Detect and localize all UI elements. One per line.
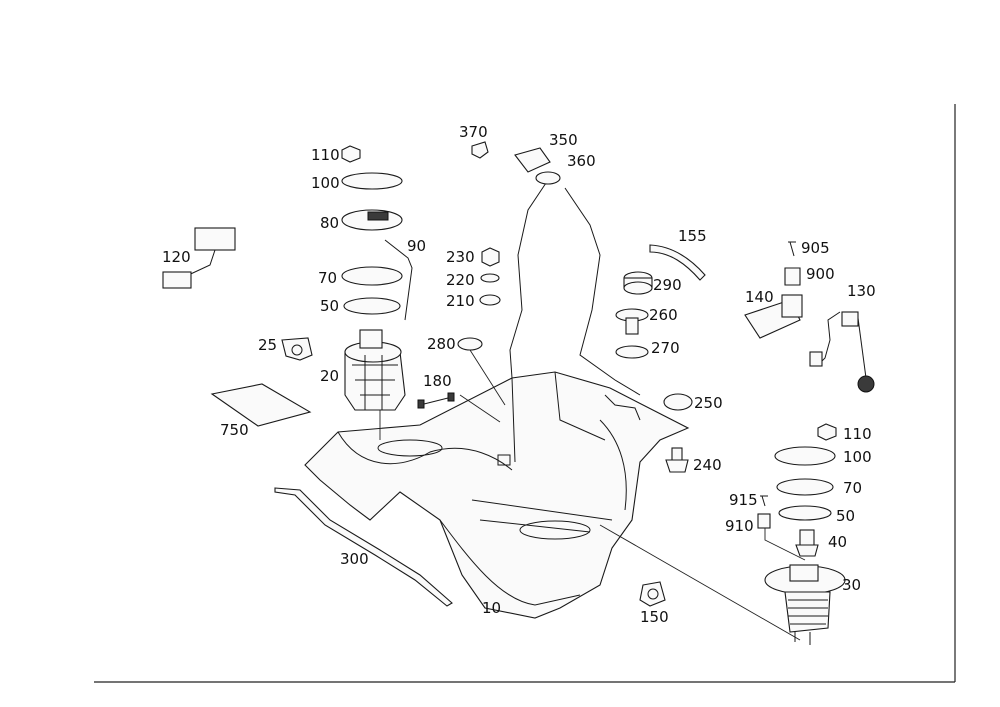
label-140: 140 bbox=[745, 288, 774, 306]
label-260: 260 bbox=[649, 306, 678, 324]
leader-line-280 bbox=[469, 349, 506, 406]
label-270: 270 bbox=[651, 339, 680, 357]
level-sender-right bbox=[809, 311, 875, 393]
label-70-right: 70 bbox=[843, 479, 862, 497]
seal-ring-50-left bbox=[343, 297, 401, 315]
label-90: 90 bbox=[407, 237, 426, 255]
label-905: 905 bbox=[801, 239, 830, 257]
label-915: 915 bbox=[729, 491, 758, 509]
cap-tether-370 bbox=[471, 141, 489, 159]
filler-cap-350 bbox=[514, 147, 551, 173]
roll-over-valve bbox=[665, 447, 689, 473]
level-sender-left bbox=[162, 227, 236, 289]
nut-110-right bbox=[817, 423, 837, 441]
label-30: 30 bbox=[842, 576, 861, 594]
pressure-valve-260 bbox=[615, 308, 649, 335]
drain-plug bbox=[639, 581, 666, 607]
leader-line-180 bbox=[459, 394, 501, 423]
label-50-right: 50 bbox=[836, 507, 855, 525]
label-180: 180 bbox=[423, 372, 452, 390]
ring-270 bbox=[615, 345, 649, 359]
label-300: 300 bbox=[340, 550, 369, 568]
tank-strap bbox=[274, 487, 453, 607]
seal-ring-50-right bbox=[778, 505, 832, 521]
clip bbox=[281, 337, 313, 361]
label-750: 750 bbox=[220, 421, 249, 439]
label-100-left: 100 bbox=[311, 174, 340, 192]
filler-neck-pipe bbox=[509, 179, 549, 379]
label-100-right: 100 bbox=[843, 448, 872, 466]
label-130: 130 bbox=[847, 282, 876, 300]
clip-915 bbox=[760, 495, 768, 507]
grommet-280 bbox=[457, 337, 483, 351]
label-20: 20 bbox=[320, 367, 339, 385]
label-240: 240 bbox=[693, 456, 722, 474]
check-valve bbox=[795, 529, 819, 557]
label-110-left: 110 bbox=[311, 146, 340, 164]
label-70-left: 70 bbox=[318, 269, 337, 287]
washer-220 bbox=[480, 273, 500, 283]
leader-line-sender bbox=[599, 524, 801, 641]
seal-ring-70-left bbox=[341, 266, 403, 286]
fuel-line-connector bbox=[744, 267, 803, 339]
label-25: 25 bbox=[258, 336, 277, 354]
label-360: 360 bbox=[567, 152, 596, 170]
label-120: 120 bbox=[162, 248, 191, 266]
label-250: 250 bbox=[694, 394, 723, 412]
label-80: 80 bbox=[320, 214, 339, 232]
label-50-left: 50 bbox=[320, 297, 339, 315]
bolt-905 bbox=[788, 241, 796, 257]
clip-910 bbox=[757, 513, 771, 529]
nut-230 bbox=[481, 247, 500, 267]
vent-hose bbox=[649, 244, 706, 281]
sending-unit bbox=[764, 564, 846, 645]
label-230: 230 bbox=[446, 248, 475, 266]
seal-ring-100-right bbox=[774, 446, 836, 466]
leader-line-910 bbox=[764, 528, 806, 561]
seal-360 bbox=[535, 171, 561, 185]
label-910: 910 bbox=[725, 517, 754, 535]
label-40: 40 bbox=[828, 533, 847, 551]
filler-neck-pipe-outer bbox=[564, 187, 641, 396]
rod bbox=[384, 239, 413, 321]
label-10: 10 bbox=[482, 599, 501, 617]
label-220: 220 bbox=[446, 271, 475, 289]
lock-ring-80-tab bbox=[367, 211, 389, 221]
label-110-right: 110 bbox=[843, 425, 872, 443]
label-210: 210 bbox=[446, 292, 475, 310]
label-290: 290 bbox=[653, 276, 682, 294]
seal-ring-70-right bbox=[776, 478, 834, 496]
cap-290 bbox=[623, 271, 653, 295]
label-150: 150 bbox=[640, 608, 669, 626]
nut-110-left bbox=[341, 145, 361, 163]
fuel-tank-body bbox=[304, 371, 690, 619]
filter-pad bbox=[210, 383, 312, 427]
label-350: 350 bbox=[549, 131, 578, 149]
fuel-pump bbox=[344, 329, 406, 411]
grommet-250 bbox=[663, 393, 693, 411]
washer-210 bbox=[479, 294, 501, 306]
connector bbox=[417, 392, 455, 409]
label-900: 900 bbox=[806, 265, 835, 283]
label-280: 280 bbox=[427, 335, 456, 353]
label-370: 370 bbox=[459, 123, 488, 141]
seal-ring-100-left bbox=[341, 172, 403, 190]
label-155: 155 bbox=[678, 227, 707, 245]
